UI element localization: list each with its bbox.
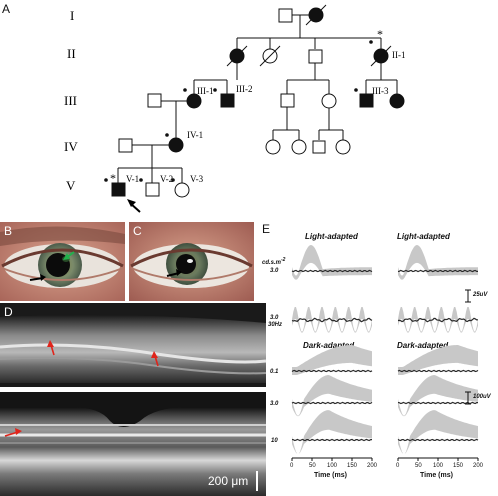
erg-normal-band	[292, 345, 372, 375]
erg-normal-band	[292, 410, 372, 454]
erg-patient-trace	[291, 317, 373, 323]
pedigree-male-i1	[278, 8, 293, 23]
erg-row-label-4: 3.0	[270, 401, 279, 407]
generation-label-iii: III	[64, 93, 77, 108]
erg-normal-band	[292, 307, 372, 333]
erg-title-dark-right: Dark-adapted	[397, 341, 449, 350]
erg-normal-band	[398, 345, 478, 375]
erg-title-dark-left: Dark-adapted	[303, 341, 355, 350]
pedigree-female-iv-b	[291, 139, 307, 155]
erg-xlabel-left: Time (ms)	[314, 472, 347, 479]
erg-xtick-right-50: 50	[415, 463, 422, 469]
erg-patient-trace	[397, 369, 479, 373]
erg-patient-trace	[397, 317, 479, 323]
erg-xtick-left-200: 200	[367, 463, 378, 469]
generation-label-v: V	[66, 178, 76, 193]
star-mark-v1: *	[110, 171, 116, 185]
erg-title-light-right: Light-adapted	[397, 232, 450, 241]
panel-label-a: A	[2, 2, 11, 16]
erg-patient-trace	[397, 438, 479, 442]
pedigree-chart	[104, 4, 405, 213]
pedigree-male-ii	[308, 49, 323, 64]
erg-patient-trace	[397, 401, 478, 405]
star-mark-ii1: *	[377, 27, 383, 41]
erg-normal-band	[292, 375, 372, 417]
erg-xtick-left-150: 150	[347, 463, 358, 469]
deceased-slash	[305, 4, 327, 26]
erg-patient-trace	[397, 269, 478, 273]
erg-normal-band	[292, 245, 372, 280]
erg-row-label-1: 3.0	[270, 268, 279, 274]
generation-label-ii: II	[67, 46, 76, 61]
erg-xtick-right-0: 0	[396, 463, 400, 469]
id-ii-1: II-1	[392, 50, 406, 60]
pedigree-male-v2	[145, 182, 160, 197]
erg-patient-trace	[291, 369, 373, 373]
panel-label-d: D	[4, 305, 13, 319]
pedigree-male-iv-spouse	[118, 138, 133, 153]
pedigree-male-iii3-affected	[359, 93, 374, 108]
id-v-2: V-2	[160, 174, 174, 184]
erg-xtick-left-0: 0	[290, 463, 294, 469]
oct-scale-bar-label: 200 μm	[208, 474, 249, 488]
erg-xtick-right-150: 150	[453, 463, 464, 469]
id-v-1: V-1	[126, 174, 140, 184]
erg-normal-band	[398, 245, 478, 280]
pedigree-female-iv-d	[335, 139, 351, 155]
pedigree-male-iv-c	[312, 140, 326, 154]
erg-normal-band	[398, 375, 478, 417]
eye-photo-c: C	[129, 222, 254, 301]
pedigree-female-iii	[321, 93, 337, 109]
erg-xtick-left-50: 50	[309, 463, 316, 469]
pedigree-male-v1-proband	[111, 182, 126, 197]
erg-traces	[291, 245, 479, 461]
pedigree-female-iv1-affected	[168, 137, 184, 153]
erg-xtick-right-100: 100	[433, 463, 444, 469]
panel-label-b: B	[4, 224, 13, 238]
erg-xlabel-right: Time (ms)	[420, 472, 453, 479]
generation-label-iv: IV	[64, 139, 78, 154]
generation-label-i: I	[70, 8, 75, 23]
proband-arrow	[127, 199, 141, 213]
pedigree-female-iii1-affected	[186, 93, 202, 109]
erg-row-label-2b: 30Hz	[268, 322, 283, 328]
erg-scale-dark: 100uV	[473, 394, 491, 400]
pedigree-male-iii-spouse	[147, 93, 162, 108]
oct-scan-d: D 200 μm	[0, 303, 266, 496]
pedigree-female-iii-affected	[389, 93, 405, 109]
erg-normal-band	[398, 410, 478, 454]
erg-xtick-left-100: 100	[327, 463, 338, 469]
id-iv-1: IV-1	[187, 130, 204, 140]
erg-xtick-right-200: 200	[473, 463, 484, 469]
erg-scale-light: 25uV	[473, 292, 488, 298]
pedigree-female-v3	[174, 182, 190, 198]
pedigree-male-iii	[280, 93, 295, 108]
erg-patient-trace	[291, 269, 373, 273]
erg-units-label: cd.s.m-2	[262, 257, 286, 266]
erg-row-label-5: 10	[271, 438, 278, 444]
id-iii-3: III-3	[372, 86, 389, 96]
panel-label-e: E	[262, 222, 271, 236]
erg-patient-trace	[291, 401, 373, 405]
id-v-3: V-3	[190, 174, 204, 184]
panel-label-c: C	[133, 224, 142, 238]
erg-title-light-left: Light-adapted	[305, 232, 358, 241]
eye-photo-b: B	[0, 222, 125, 301]
erg-patient-trace	[291, 438, 372, 442]
erg-row-label-3: 0.1	[270, 369, 279, 375]
erg-row-label-2a: 3.0	[270, 315, 279, 321]
id-iii-1: III-1	[197, 86, 214, 96]
id-iii-2: III-2	[236, 84, 253, 94]
pedigree-female-iv-a	[265, 139, 281, 155]
pedigree-male-iii2-affected	[220, 93, 235, 108]
